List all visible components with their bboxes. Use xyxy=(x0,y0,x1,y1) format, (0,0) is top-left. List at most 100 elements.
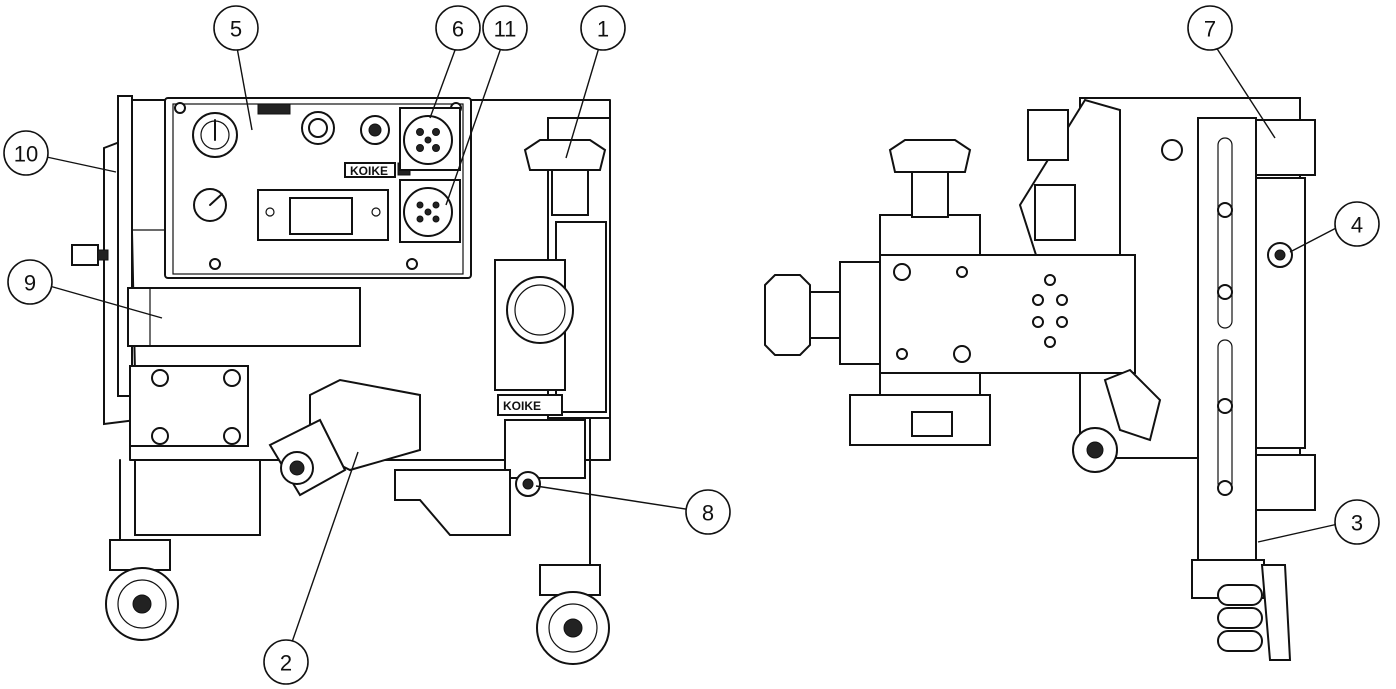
wheel-fork-right xyxy=(539,564,601,596)
control-panel xyxy=(172,103,464,275)
side-view xyxy=(764,97,1316,661)
connector-box-lower xyxy=(1034,184,1076,241)
direction-indicator xyxy=(209,193,223,206)
panel-label xyxy=(257,103,291,115)
plate-hole xyxy=(1044,336,1056,348)
svg-text:10: 10 xyxy=(14,142,38,167)
column-bolt xyxy=(1217,398,1233,414)
plate-hole xyxy=(1032,316,1044,328)
connector-pin xyxy=(432,128,440,136)
callout-7: 7 xyxy=(1187,5,1233,51)
bearing-bolt xyxy=(223,427,241,445)
svg-text:8: 8 xyxy=(702,501,714,526)
wheel-right-hub xyxy=(548,603,598,653)
torch-nozzle-2 xyxy=(1217,607,1263,629)
side-plate-front xyxy=(879,254,1136,374)
torch-nozzle-1 xyxy=(1217,584,1263,606)
plate-hole xyxy=(1044,274,1056,286)
svg-text:9: 9 xyxy=(24,271,36,296)
toggle-lever xyxy=(368,123,382,137)
plate-hole xyxy=(896,348,908,360)
plate-hole xyxy=(1032,294,1044,306)
wheel-left-axle xyxy=(132,594,152,614)
connector-pin xyxy=(416,215,424,223)
svg-text:1: 1 xyxy=(597,17,609,42)
leader-3 xyxy=(1257,523,1339,543)
torch-nozzle-3 xyxy=(1217,630,1263,652)
leader-6 xyxy=(429,41,459,119)
leader-4 xyxy=(1289,225,1341,253)
leader-5 xyxy=(235,41,253,131)
wheel-right-axle xyxy=(563,618,583,638)
panel-screw xyxy=(174,102,186,114)
side-screw xyxy=(1161,139,1183,161)
connector-pin xyxy=(424,208,432,216)
svg-text:4: 4 xyxy=(1351,213,1363,238)
leader-1 xyxy=(565,43,601,159)
knob-shaft xyxy=(551,169,589,216)
plate-hole xyxy=(956,266,968,278)
clamp-brand-plate xyxy=(497,394,563,416)
tilt-clamp xyxy=(1103,368,1162,442)
slide-column xyxy=(1197,117,1257,599)
plate-hole xyxy=(1056,316,1068,328)
bolt-4-head xyxy=(1274,249,1286,261)
leader-7 xyxy=(1213,43,1276,139)
leader-10 xyxy=(41,155,117,173)
svg-text:6: 6 xyxy=(452,17,464,42)
column-bolt xyxy=(1217,284,1233,300)
svg-text:11: 11 xyxy=(494,17,517,42)
slide-bar xyxy=(127,287,361,347)
plate-hole xyxy=(953,345,971,363)
clamp-brand: KOIKE xyxy=(503,399,541,413)
bearing-bolt xyxy=(151,369,169,387)
switch-button xyxy=(308,118,328,138)
side-knob-shaft xyxy=(809,291,841,339)
svg-text:2: 2 xyxy=(280,651,292,676)
connector-pin xyxy=(416,201,424,209)
leader-11 xyxy=(445,41,504,206)
callout-balloons: 5 6 11 1 10 9 8 2 xyxy=(3,5,1380,685)
connector-pin xyxy=(424,136,432,144)
rack-knob-inner xyxy=(514,284,566,336)
torch-tip xyxy=(1260,564,1292,661)
connector-pin xyxy=(432,144,440,152)
clamp-bolt-head xyxy=(289,460,305,476)
side-knob-housing xyxy=(839,261,881,365)
callout-10: 10 xyxy=(3,130,49,176)
connector-pin xyxy=(432,215,440,223)
bearing-bolt xyxy=(223,369,241,387)
height-knob-1 xyxy=(523,139,607,171)
lower-body-left xyxy=(134,459,261,536)
top-knob xyxy=(888,139,972,173)
bolt-8-head xyxy=(522,478,534,490)
svg-text:3: 3 xyxy=(1351,511,1363,536)
slot-upper xyxy=(1217,137,1233,329)
callout-1: 1 xyxy=(580,5,626,51)
callout-5: 5 xyxy=(213,5,259,51)
callout-3: 3 xyxy=(1334,499,1380,545)
svg-text:5: 5 xyxy=(230,17,242,42)
callout-6: 6 xyxy=(435,5,481,51)
callout-9: 9 xyxy=(7,259,53,305)
side-plate-rear xyxy=(117,95,133,397)
connector-box-upper xyxy=(1027,109,1069,161)
display-window xyxy=(289,197,353,235)
leader-9 xyxy=(45,284,163,319)
callout-8: 8 xyxy=(685,489,731,535)
leader-8 xyxy=(535,485,693,511)
panel-screw xyxy=(209,258,221,270)
leaders xyxy=(41,41,1341,646)
column-bolt xyxy=(1217,202,1233,218)
display-screw xyxy=(265,207,275,217)
side-knob xyxy=(764,274,811,356)
lower-nut xyxy=(911,411,953,437)
side-rail-block xyxy=(1254,177,1306,449)
callout-2: 2 xyxy=(263,639,309,685)
connector-pin xyxy=(416,144,424,152)
callout-11: 11 xyxy=(482,5,528,51)
panel-brand: KOIKE xyxy=(350,164,388,178)
connector-pin xyxy=(416,128,424,136)
leader-2 xyxy=(290,451,359,646)
